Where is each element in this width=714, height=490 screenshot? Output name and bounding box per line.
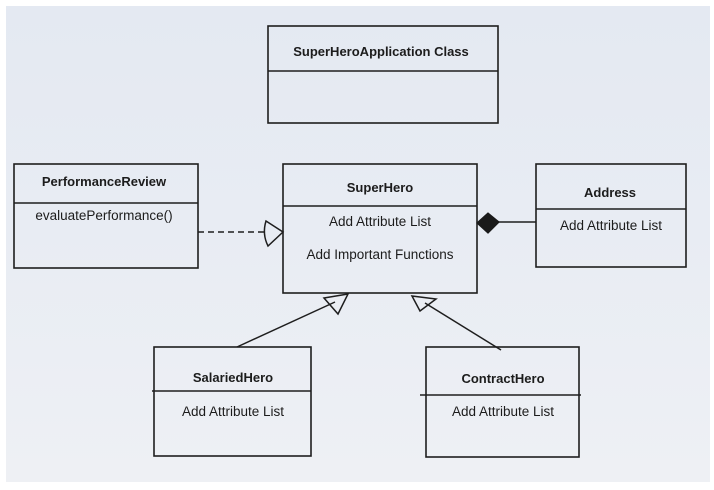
filled-diamond xyxy=(476,212,500,234)
class-superhero-application: SuperHeroApplication Class xyxy=(267,25,499,124)
generalization-line xyxy=(424,302,502,351)
class-name: PerformanceReview xyxy=(42,174,167,189)
class-name: ContractHero xyxy=(461,371,544,386)
inheritance-arrow-contract xyxy=(410,295,502,351)
class-box xyxy=(153,346,312,457)
class-box xyxy=(267,25,499,124)
inheritance-arrow-salaried xyxy=(236,293,350,348)
hollow-triangle-head xyxy=(410,295,438,313)
class-box xyxy=(13,163,199,269)
class-address: Address Add Attribute List xyxy=(535,163,687,268)
class-salaried-hero: SalariedHero Add Attribute List xyxy=(152,346,312,457)
class-attributes: Add Attribute List xyxy=(560,218,662,233)
class-attributes: Add Attribute List xyxy=(329,214,431,229)
realization-arrow xyxy=(198,219,285,248)
class-contract-hero: ContractHero Add Attribute List xyxy=(420,346,581,458)
generalization-line xyxy=(236,301,336,348)
class-superhero: SuperHero Add Attribute List Add Importa… xyxy=(282,163,478,294)
hollow-triangle-head xyxy=(263,219,285,248)
class-name: SalariedHero xyxy=(193,370,273,385)
class-performance-review: PerformanceReview evaluatePerformance() xyxy=(13,163,199,269)
class-box xyxy=(425,346,580,458)
hollow-triangle-head xyxy=(322,293,350,316)
class-name: SuperHero xyxy=(347,180,414,195)
class-method: evaluatePerformance() xyxy=(35,208,172,223)
class-name: SuperHeroApplication Class xyxy=(293,44,469,59)
composition-link xyxy=(476,212,536,234)
class-box xyxy=(282,163,478,294)
class-attributes: Add Attribute List xyxy=(452,404,554,419)
class-functions: Add Important Functions xyxy=(306,247,453,262)
class-box xyxy=(535,163,687,268)
class-attributes: Add Attribute List xyxy=(182,404,284,419)
class-name: Address xyxy=(584,185,636,200)
paper-background xyxy=(6,6,710,482)
